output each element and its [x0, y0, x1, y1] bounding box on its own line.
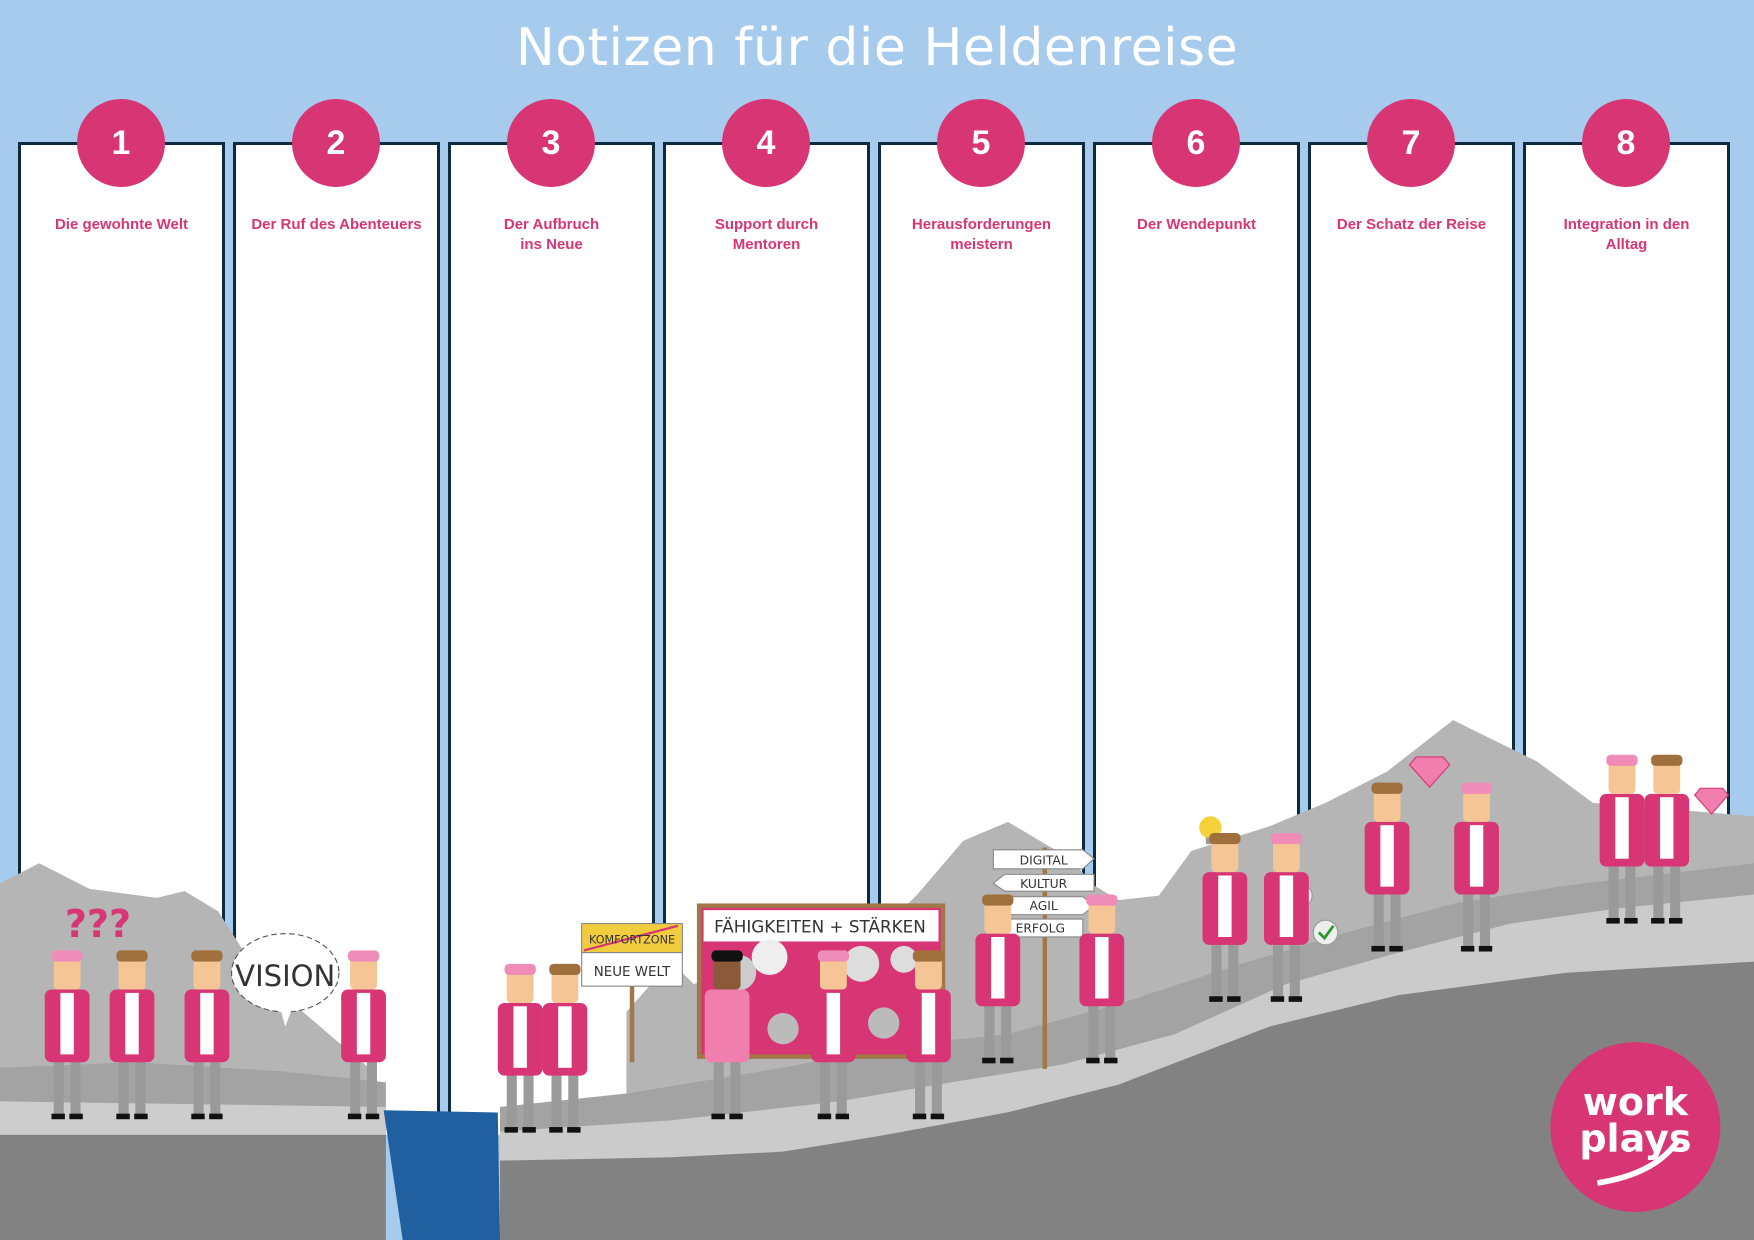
signpost-erfolg: ERFOLG [1016, 922, 1065, 936]
stage-title-line: Der Aufbruch [503, 216, 600, 233]
stage-title-line: Support durch [714, 216, 819, 233]
stage-title: Der Aufbruch ins Neue [451, 215, 652, 255]
signpost-agil: AGIL [1030, 899, 1058, 913]
character-figure [811, 950, 856, 1120]
signpost-digital: DIGITAL [1020, 853, 1068, 867]
character-figure [906, 950, 951, 1120]
character-figure [1264, 833, 1309, 1002]
character-figure [1454, 782, 1499, 952]
stage-title: Der Schatz der Reise [1311, 215, 1512, 235]
stage-number-badge: 1 [77, 99, 165, 187]
board-title: FÄHIGKEITEN + STÄRKEN [714, 917, 926, 937]
vision-speech-bubble [230, 933, 340, 1027]
stage-title-line: Mentoren [732, 236, 801, 253]
character-figure [1599, 754, 1645, 924]
vision-text: VISION [235, 959, 335, 993]
stage-title-line: Die gewohnte Welt [54, 216, 189, 233]
character-figure [44, 950, 90, 1120]
logo-line1: work [1583, 1080, 1689, 1124]
character-figure [341, 950, 386, 1120]
character-figure [542, 963, 588, 1133]
character-figure [975, 894, 1021, 1064]
diamond-icon [1693, 787, 1730, 815]
stage-number-badge: 4 [722, 99, 810, 187]
question-marks: ??? [65, 902, 131, 946]
character-figure [1079, 894, 1125, 1064]
diamond-icon [1408, 756, 1451, 788]
character-figure [497, 963, 543, 1133]
sign-new-text: NEUE WELT [594, 965, 671, 980]
stage-title: Der Wendepunkt [1096, 215, 1297, 235]
character-figure [1644, 754, 1690, 924]
logo-line2: plays [1579, 1117, 1691, 1161]
signpost-kultur: KULTUR [1020, 877, 1067, 891]
character-figure [109, 950, 155, 1120]
workplays-logo: work plays [1550, 1042, 1721, 1213]
stage-title-line: Herausforderungen [911, 216, 1052, 233]
character-figure [1364, 782, 1410, 952]
stage-title-line: Der Schatz der Reise [1336, 216, 1487, 233]
stage-title-line: Der Ruf des Abenteuers [251, 216, 422, 233]
character-figure [1202, 833, 1248, 1002]
terrain [0, 863, 1754, 1240]
characters [44, 754, 1690, 1133]
stage-title: Die gewohnte Welt [21, 215, 222, 235]
stage-title-line: ins Neue [520, 236, 583, 253]
stage-title-line: meistern [950, 236, 1013, 253]
check-mark [1317, 924, 1335, 941]
stage-number-badge: 7 [1367, 99, 1455, 187]
river [383, 1110, 501, 1240]
check-icon [1312, 919, 1339, 946]
stage-title-line: Alltag [1605, 236, 1648, 253]
stage-number-badge: 5 [937, 99, 1025, 187]
stage-number-badge: 2 [292, 99, 380, 187]
stage-number-badge: 3 [507, 99, 595, 187]
stage-title: Herausforderungen meistern [881, 215, 1082, 255]
illustration-texts: ??? VISION KOMFORTZONE NEUE WELT FÄHIGKE… [65, 853, 1068, 993]
page-title: Notizen für die Heldenreise [515, 18, 1239, 78]
sign-old-text: KOMFORTZONE [589, 934, 675, 947]
stage-number-badge: 6 [1152, 99, 1240, 187]
stage-number-badge: 8 [1582, 99, 1670, 187]
komfortzone-sign [581, 923, 683, 1063]
stage-title-line: Integration in den [1563, 216, 1690, 233]
character-figure [704, 950, 750, 1120]
stage-title: Der Ruf des Abenteuers [236, 215, 437, 235]
character-figure [184, 950, 230, 1120]
stage-title-line: Der Wendepunkt [1137, 216, 1256, 233]
